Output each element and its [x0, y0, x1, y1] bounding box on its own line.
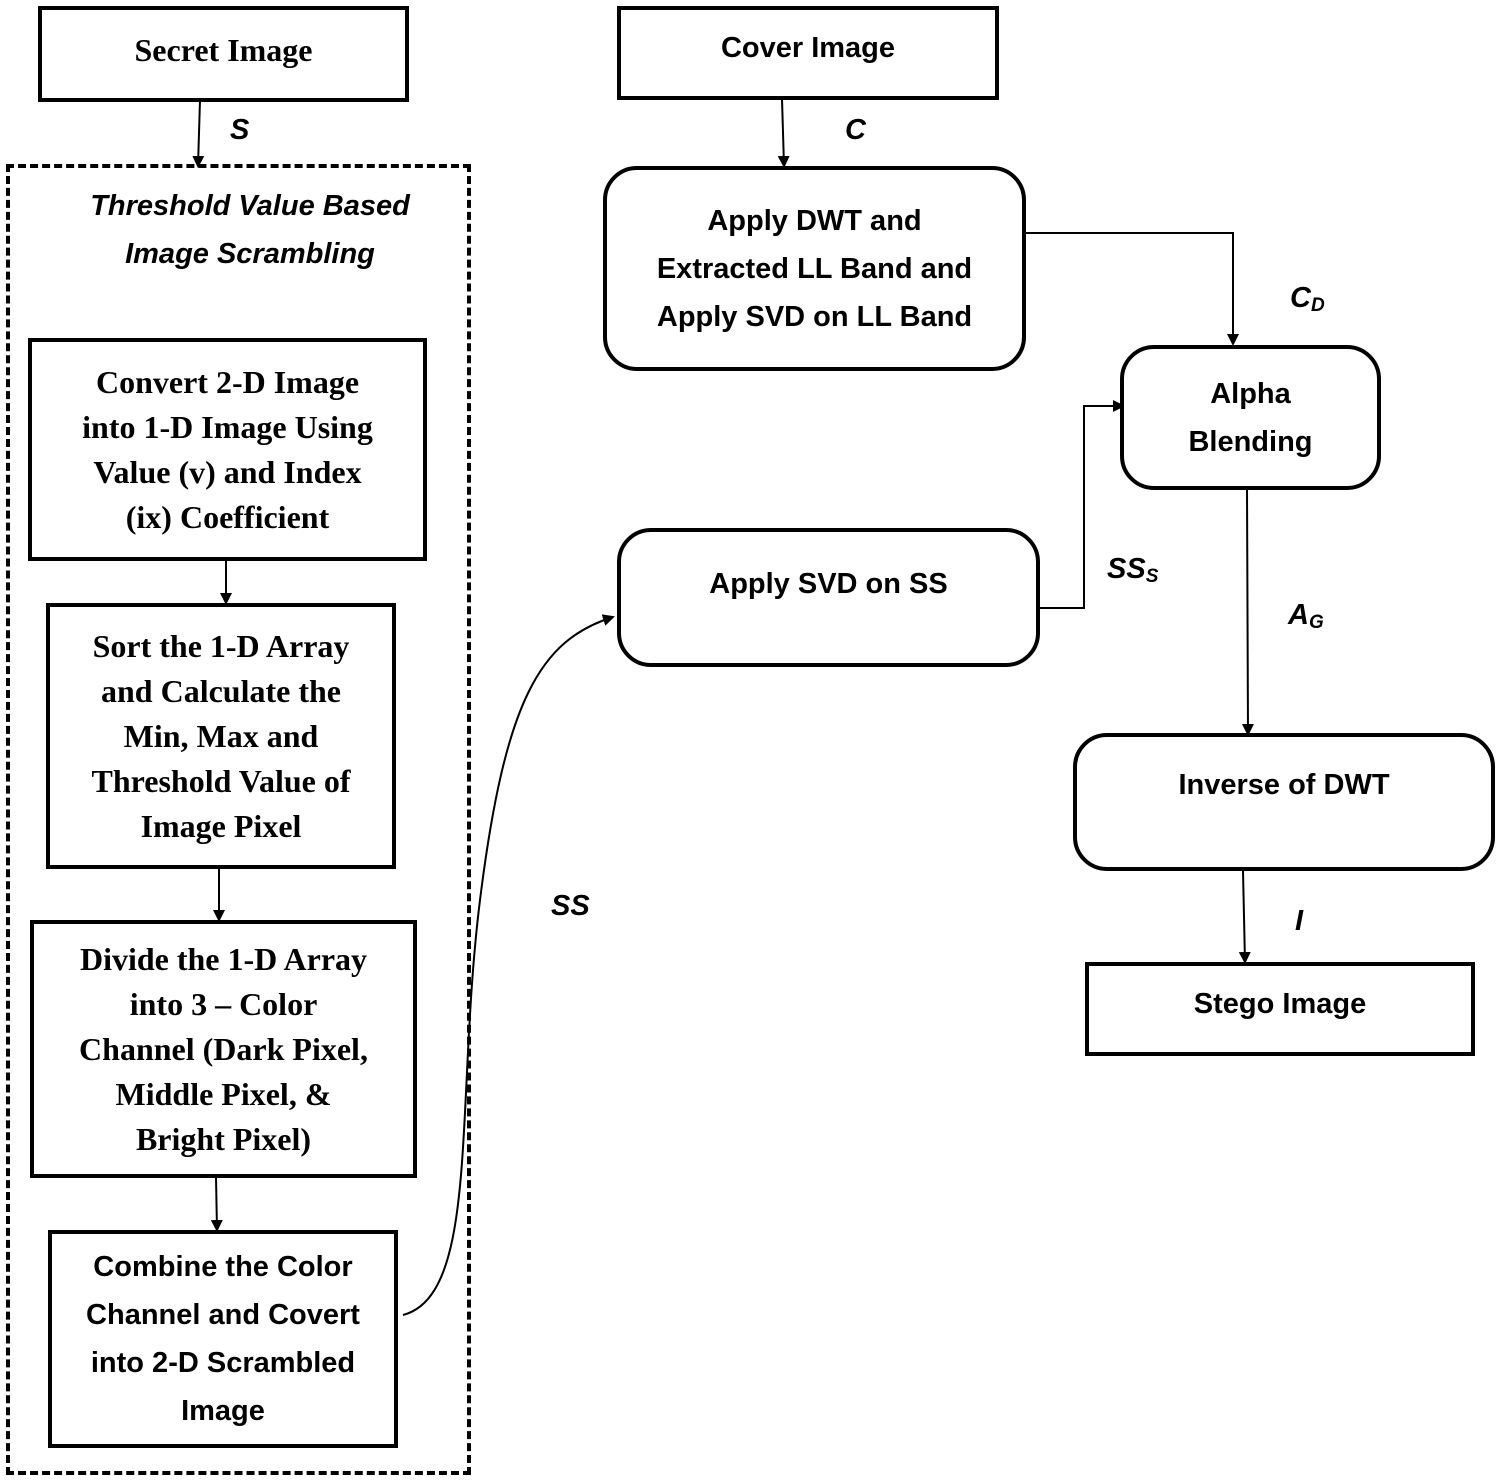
- text-line: into 3 – Color: [129, 985, 318, 1022]
- edge-label-text: I: [1295, 905, 1304, 937]
- edge-label-subscript: S: [1145, 566, 1159, 587]
- text-line: Channel and Covert: [86, 1299, 360, 1331]
- text-line: Extracted LL Band and: [656, 252, 973, 285]
- scrambling-group: [6, 164, 471, 1475]
- text-line: Image: [181, 1395, 265, 1427]
- edge-label-sss: SSS: [1107, 553, 1158, 588]
- text-line: Combine the Color: [93, 1251, 353, 1283]
- stego-image-box: Stego Image: [1085, 962, 1475, 1056]
- group-title-line: Threshold Value Based: [90, 190, 410, 222]
- combine-box: Combine the Color Channel and Covert int…: [48, 1230, 398, 1448]
- text-line: Divide the 1-D Array: [79, 940, 368, 977]
- edge-label-i: I: [1295, 905, 1303, 938]
- inverse-dwt-box: Inverse of DWT: [1073, 733, 1495, 871]
- text-line: into 1-D Image Using: [82, 408, 373, 445]
- edge-label-text: A: [1288, 599, 1309, 631]
- apply-svd-ss-label: Apply SVD on SS: [709, 568, 948, 600]
- text-line: Threshold Value of: [91, 762, 351, 799]
- text-line: Apply DWT and: [707, 204, 922, 237]
- edge-label-text: C: [845, 114, 866, 146]
- apply-dwt-box: Apply DWT and Extracted LL Band and Appl…: [603, 166, 1026, 371]
- stego-image-label: Stego Image: [1193, 988, 1367, 1020]
- apply-svd-ss-box: Apply SVD on SS: [617, 528, 1040, 667]
- secret-image-box: Secret Image: [38, 6, 409, 102]
- text-line: Convert 2-D Image: [95, 363, 360, 400]
- text-line: Bright Pixel): [135, 1120, 312, 1157]
- arrow-secret-to-group: [192, 99, 205, 168]
- text-line: into 2-D Scrambled: [90, 1347, 356, 1379]
- convert-box: Convert 2-D Image into 1-D Image Using V…: [28, 338, 427, 561]
- text-line: Alpha: [1210, 377, 1291, 410]
- sort-box: Sort the 1-D Array and Calculate the Min…: [46, 603, 396, 869]
- arrow-inverse-to-stego: [1238, 870, 1251, 964]
- edge-label-ss: SS: [551, 890, 590, 923]
- text-line: Middle Pixel, &: [115, 1075, 332, 1112]
- edge-label-text: S: [230, 114, 250, 146]
- edge-label-c: C: [845, 114, 866, 147]
- divide-box: Divide the 1-D Array into 3 – Color Chan…: [30, 920, 417, 1178]
- arrow-combine-to-svd: [402, 614, 615, 1316]
- edge-label-ag: AG: [1288, 599, 1324, 634]
- arrow-alpha-to-inverse: [1241, 489, 1254, 736]
- edge-label-subscript: D: [1310, 295, 1325, 316]
- text-line: Channel (Dark Pixel,: [79, 1030, 368, 1067]
- secret-image-label: Secret Image: [134, 32, 313, 68]
- text-line: and Calculate the: [100, 672, 341, 709]
- edge-label-subscript: G: [1308, 612, 1324, 633]
- scrambling-group-title: Threshold Value Based Image Scrambling: [60, 182, 440, 278]
- edge-label-text: SS: [1107, 553, 1146, 585]
- edge-label-text: C: [1290, 282, 1311, 314]
- edge-label-s: S: [230, 114, 249, 147]
- arrow-divide-to-combine: [210, 1176, 223, 1232]
- edge-label-text: SS: [551, 890, 590, 922]
- text-line: Image Pixel: [140, 807, 302, 844]
- text-line: (ix) Coefficient: [125, 498, 330, 535]
- cover-image-label: Cover Image: [720, 32, 896, 64]
- alpha-blending-box: Alpha Blending: [1120, 345, 1381, 490]
- text-line: Value (v) and Index: [93, 453, 362, 490]
- group-title-line: Image Scrambling: [125, 238, 375, 270]
- inverse-dwt-label: Inverse of DWT: [1178, 769, 1390, 801]
- text-line: Blending: [1188, 425, 1313, 458]
- text-line: Min, Max and: [123, 717, 319, 754]
- arrow-dwt-to-alpha: [1026, 232, 1239, 346]
- text-line: Sort the 1-D Array: [92, 627, 350, 664]
- arrow-svd-to-alpha: [1040, 400, 1125, 609]
- edge-label-cd: CD: [1290, 282, 1325, 317]
- cover-image-box: Cover Image: [617, 6, 999, 100]
- arrow-cover-to-dwt: [777, 98, 790, 168]
- text-line: Apply SVD on LL Band: [656, 300, 973, 333]
